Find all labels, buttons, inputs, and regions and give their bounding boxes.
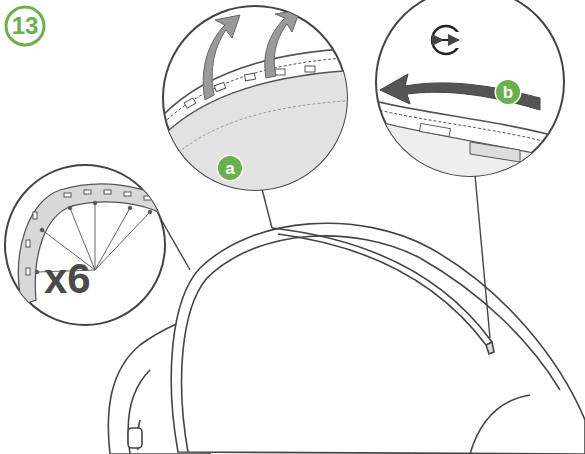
- callout-letter: b: [494, 78, 522, 106]
- callout-letter: a: [216, 154, 244, 182]
- detail-attach-tabs: [150, 10, 360, 200]
- step-number: 13: [4, 5, 46, 47]
- node-text: 13: [4, 5, 46, 47]
- node-text: a: [216, 154, 244, 182]
- canopy-strap: [272, 228, 494, 354]
- detail-circle: [376, 0, 564, 176]
- node-text: b: [494, 78, 522, 106]
- quantity-label: x6: [44, 258, 91, 300]
- leader-line: [150, 175, 490, 338]
- detail-slide-strap: [370, 26, 570, 200]
- stroller-body: [108, 223, 585, 454]
- detail-tab-positions: [18, 184, 168, 305]
